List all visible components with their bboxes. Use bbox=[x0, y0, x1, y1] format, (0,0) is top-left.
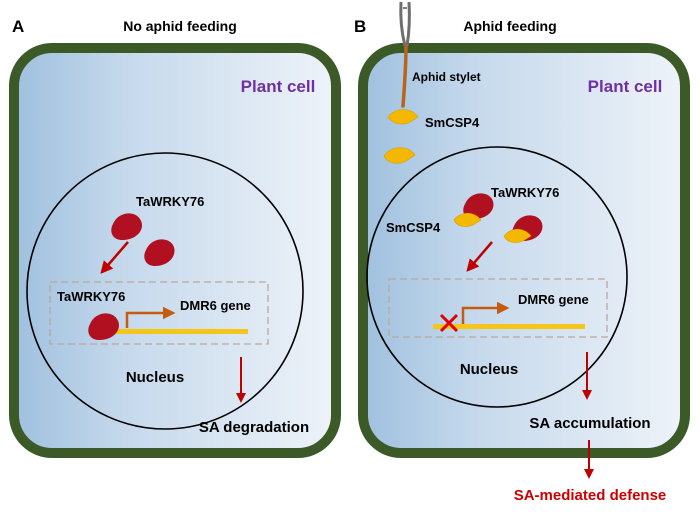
csp4-protein-icon-b4 bbox=[503, 228, 532, 243]
csp4-protein-icon-b3 bbox=[453, 212, 482, 227]
sa-mediated-defense-label: SA-mediated defense bbox=[514, 487, 667, 504]
panel-a-title: No aphid feeding bbox=[123, 18, 237, 34]
panel-b-letter: B bbox=[354, 17, 366, 36]
sa-degradation-label: SA degradation bbox=[199, 419, 309, 436]
translocation-arrow-b bbox=[466, 241, 493, 272]
wrky-protein-icon-a2 bbox=[144, 239, 175, 266]
nucleus-b bbox=[366, 146, 628, 408]
plant-cell-a bbox=[9, 43, 341, 458]
nucleus-label-a: Nucleus bbox=[126, 369, 184, 386]
gene-bar-a bbox=[100, 329, 248, 334]
promoter-region-box-b bbox=[388, 278, 608, 338]
promoter-arrow-b bbox=[461, 301, 510, 324]
gene-label-a: DMR6 gene bbox=[180, 298, 251, 313]
wrky-label-b: TaWRKY76 bbox=[491, 185, 559, 200]
smcsp4-label-complex: SmCSP4 bbox=[386, 220, 441, 235]
gene-bar-b bbox=[433, 324, 585, 329]
wrky-protein-icon-a3 bbox=[88, 313, 119, 340]
panel-b: B Aphid feeding Plant cell Aphid stylet … bbox=[354, 1, 690, 504]
plant-cell-label-b: Plant cell bbox=[588, 77, 663, 96]
promoter-arrow-a bbox=[125, 306, 176, 328]
wrky-protein-icon-b1 bbox=[463, 193, 494, 219]
wrky-protein-icon-a1 bbox=[111, 213, 142, 240]
aphid-stylet-icon bbox=[399, 1, 411, 108]
aphid-stylet-label: Aphid stylet bbox=[412, 70, 481, 84]
smcsp4-label-top: SmCSP4 bbox=[425, 115, 480, 130]
panel-a-letter: A bbox=[12, 17, 24, 36]
translocation-arrow-a bbox=[100, 241, 129, 274]
csp4-protein-icon-b2 bbox=[383, 147, 416, 164]
nucleus-label-b: Nucleus bbox=[460, 361, 518, 378]
promoter-region-box-a bbox=[49, 281, 269, 345]
panel-a: A No aphid feeding Plant cell TaWRKY76 T… bbox=[9, 17, 341, 458]
wrky-label-a: TaWRKY76 bbox=[136, 194, 204, 209]
nucleus-a bbox=[26, 152, 304, 430]
plant-cell-b bbox=[358, 43, 690, 458]
csp4-protein-icon-b1 bbox=[387, 109, 419, 125]
gene-label-b: DMR6 gene bbox=[518, 292, 589, 307]
plant-cell-label-a: Plant cell bbox=[241, 77, 316, 96]
panel-b-title: Aphid feeding bbox=[463, 18, 556, 34]
promoter-wrky-label-a: TaWRKY76 bbox=[57, 289, 125, 304]
red-x-icon bbox=[439, 313, 459, 333]
sa-accumulation-label: SA accumulation bbox=[529, 415, 650, 432]
